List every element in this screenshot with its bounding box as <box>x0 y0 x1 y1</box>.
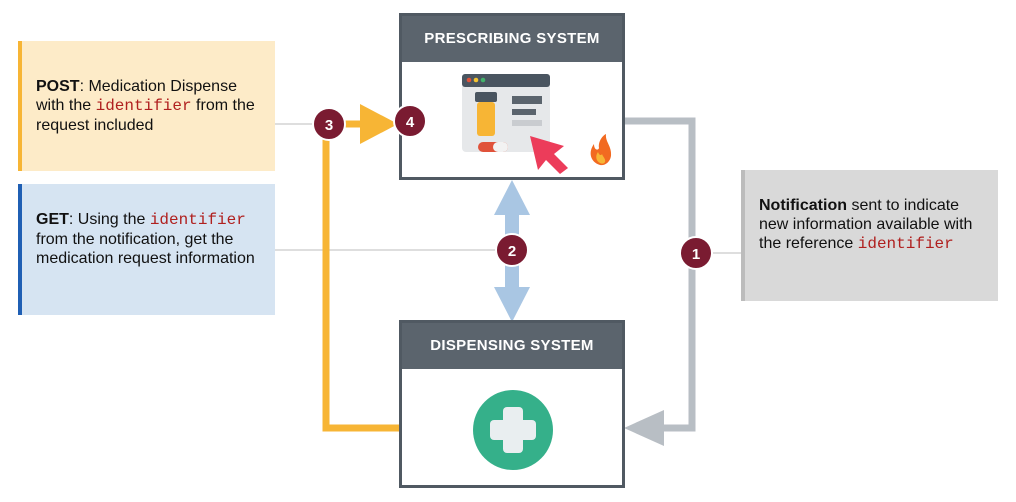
fire-icon <box>590 134 612 166</box>
get-keyword: GET <box>36 211 69 228</box>
pharmacy-cross-icon <box>473 390 553 470</box>
get-text-2: from the notification, get the medicatio… <box>36 231 255 267</box>
get-text-1: : Using the <box>68 211 150 228</box>
notification-identifier: identifier <box>857 235 954 253</box>
step-badge-3: 3 <box>312 107 346 141</box>
dispensing-system-title: DISPENSING SYSTEM <box>402 323 622 369</box>
post-arrowhead <box>360 104 398 144</box>
step-badge-1: 1 <box>679 236 713 270</box>
notification-flow-line <box>624 117 696 432</box>
post-text-1: : Medication Dispense with the <box>36 78 237 114</box>
step-badge-2: 2 <box>495 233 529 267</box>
notification-arrowhead <box>624 410 664 446</box>
step-badge-4: 4 <box>393 104 427 138</box>
post-keyword: POST <box>36 78 80 95</box>
post-identifier: identifier <box>95 97 192 115</box>
get-note: GET: Using the identifier from the notif… <box>18 184 275 315</box>
get-identifier: identifier <box>149 211 246 229</box>
notification-note: Notification sent to indicate new inform… <box>741 170 998 301</box>
notification-text-1: sent to indicate new information availab… <box>759 197 973 252</box>
notification-keyword: Notification <box>759 197 847 214</box>
dispensing-system: DISPENSING SYSTEM <box>399 320 625 488</box>
cursor-icon <box>530 136 568 174</box>
post-text-2: from the request included <box>36 97 255 134</box>
post-note: POST: Medication Dispense with the ident… <box>18 41 275 171</box>
get-arrowhead-up <box>494 180 530 215</box>
post-flow-line <box>322 120 400 432</box>
prescribing-app-icon <box>462 74 612 174</box>
get-arrowhead-down <box>494 287 530 322</box>
prescribing-system-title: PRESCRIBING SYSTEM <box>402 16 622 62</box>
prescribing-system: PRESCRIBING SYSTEM <box>399 13 625 180</box>
